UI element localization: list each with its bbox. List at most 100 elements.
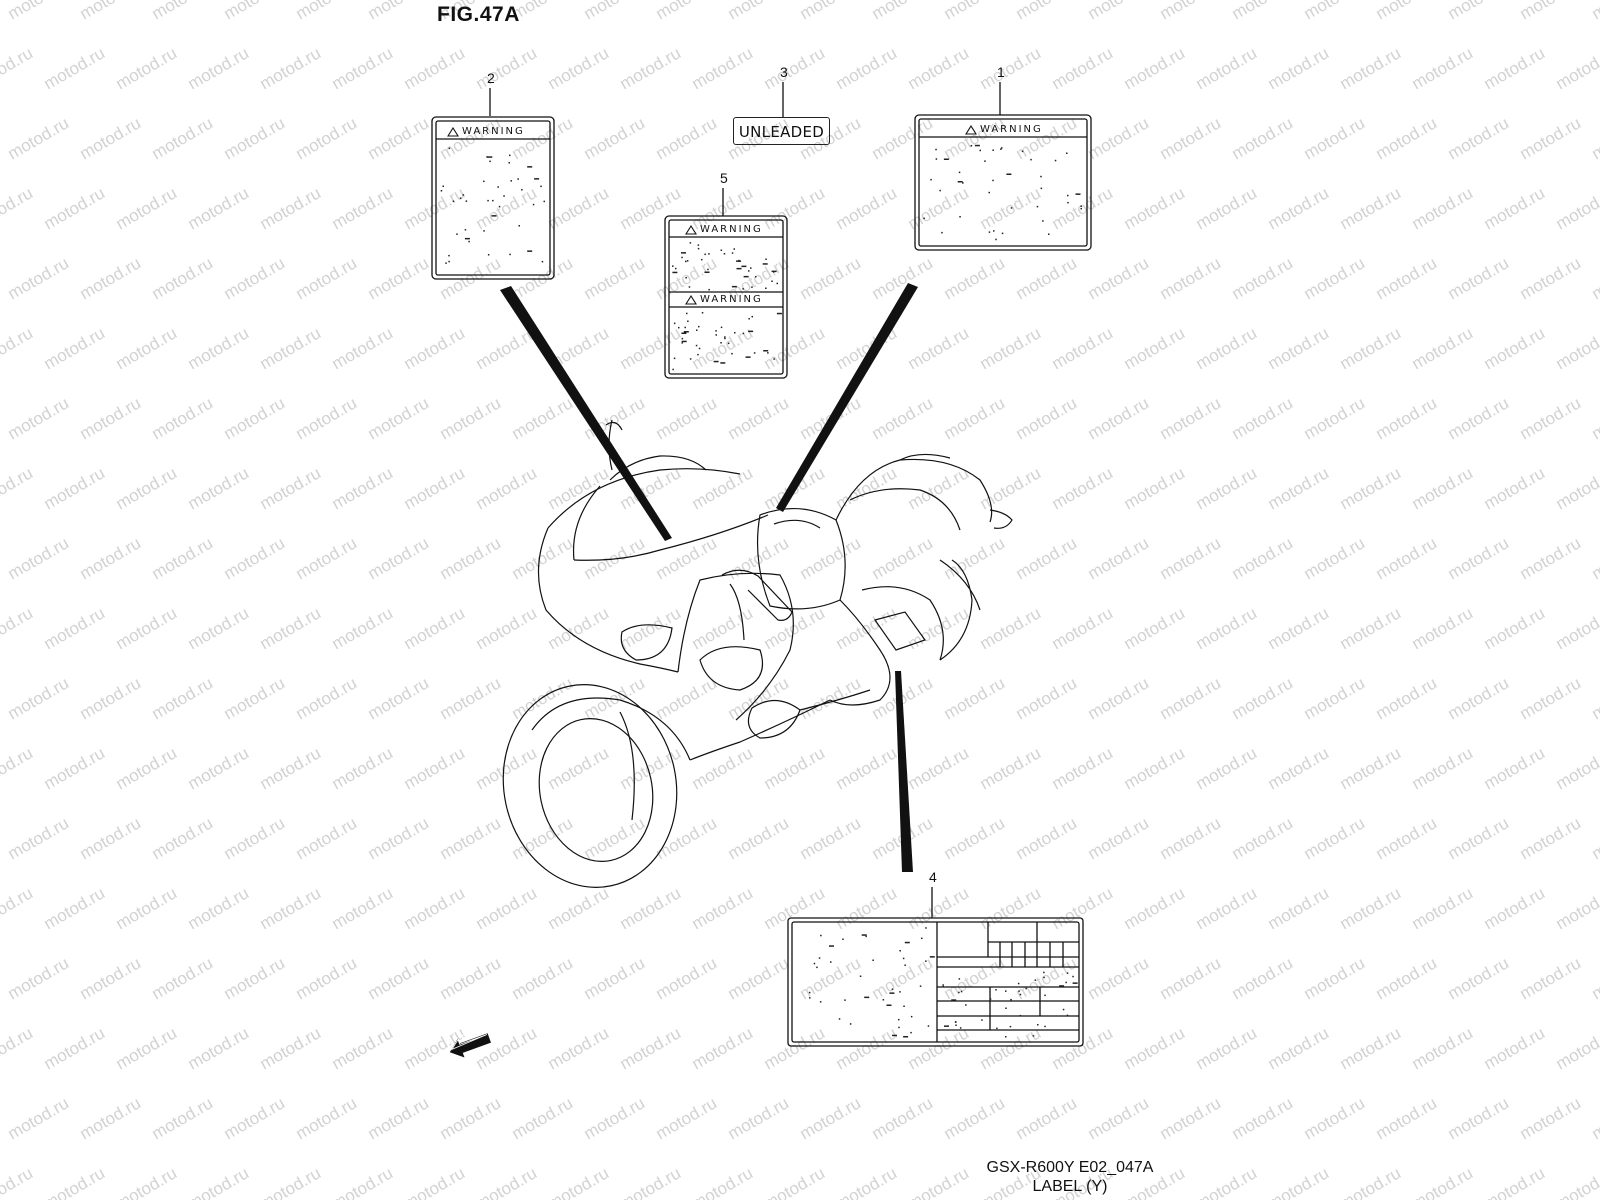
fine-print-speck xyxy=(681,252,686,254)
warning-label-1 xyxy=(914,114,1092,251)
warning-heading-2: WARNING xyxy=(462,126,525,137)
fine-print-speck xyxy=(715,334,717,336)
fine-print-speck xyxy=(959,1027,962,1029)
fine-print-speck xyxy=(1054,159,1057,162)
fine-print-speck xyxy=(773,358,775,360)
fine-print-speck xyxy=(689,242,692,244)
fine-print-speck xyxy=(748,270,750,272)
fine-print-speck xyxy=(818,957,821,959)
fine-print-speck xyxy=(686,260,689,262)
fine-print-speck xyxy=(979,149,981,152)
fine-print-speck xyxy=(1010,998,1012,1001)
fine-print-speck xyxy=(685,260,687,263)
warning-triangle-2 xyxy=(447,126,459,137)
fine-print-speck xyxy=(742,288,744,290)
fine-print-speck xyxy=(445,262,447,264)
fine-print-speck xyxy=(464,237,470,240)
fine-print-speck xyxy=(995,989,997,991)
fine-print-speck xyxy=(838,1018,841,1020)
callout-1: 1 xyxy=(997,64,1005,80)
fine-print-speck xyxy=(899,950,901,952)
fine-print-speck xyxy=(1044,994,1046,997)
fine-print-speck xyxy=(1018,990,1020,992)
fine-print-speck xyxy=(962,182,964,184)
fine-print-speck xyxy=(762,263,768,265)
fine-print-speck xyxy=(673,357,676,360)
callout-3: 3 xyxy=(780,64,788,80)
fine-print-speck xyxy=(955,1021,957,1023)
fine-print-speck xyxy=(1034,979,1037,981)
fine-print-speck xyxy=(487,254,490,256)
fine-print-speck xyxy=(1072,975,1074,978)
fine-print-speck xyxy=(951,999,957,1001)
fine-print-speck xyxy=(898,1018,900,1021)
fine-print-speck xyxy=(681,340,687,343)
warning-label-5 xyxy=(664,215,788,379)
spec-plate-4 xyxy=(787,917,1084,1047)
fine-print-speck xyxy=(849,1023,852,1025)
fine-print-speck xyxy=(842,938,844,940)
fine-print-speck xyxy=(1080,207,1082,210)
fine-print-speck xyxy=(943,158,949,160)
fine-print-speck xyxy=(731,252,734,254)
fine-print-speck xyxy=(904,964,906,966)
fine-print-speck xyxy=(925,927,927,929)
fine-print-speck xyxy=(681,342,683,344)
fine-print-speck xyxy=(751,315,753,318)
warning-triangle-5-lower xyxy=(685,294,697,305)
fine-print-speck xyxy=(440,190,443,192)
fine-print-speck xyxy=(698,347,701,350)
fine-print-speck xyxy=(872,959,874,961)
fine-print-speck xyxy=(993,230,995,232)
fine-print-speck xyxy=(959,216,961,218)
fine-print-speck xyxy=(898,1026,900,1029)
fine-print-speck xyxy=(483,180,485,183)
fine-print-speck xyxy=(960,990,963,993)
fine-print-speck xyxy=(765,258,767,260)
fine-print-speck xyxy=(965,1004,967,1006)
fine-print-speck xyxy=(689,358,692,360)
fine-print-speck xyxy=(1066,152,1068,154)
fine-print-speck xyxy=(459,197,462,199)
fine-print-speck xyxy=(1009,1025,1012,1028)
diagram-caption: LABEL (Y) xyxy=(1032,1178,1108,1195)
fine-print-speck xyxy=(1080,205,1082,207)
fine-print-speck xyxy=(448,254,450,257)
fine-print-speck xyxy=(681,337,684,340)
fine-print-speck xyxy=(697,247,700,250)
fine-print-speck xyxy=(724,337,726,340)
fine-print-speck xyxy=(733,248,735,250)
warning-triangle-5-upper xyxy=(685,224,697,235)
fine-print-speck xyxy=(452,200,455,202)
fine-print-speck xyxy=(727,342,730,345)
fine-print-speck xyxy=(686,312,688,315)
fine-print-speck xyxy=(865,935,867,938)
fine-print-speck xyxy=(776,312,782,315)
fine-print-speck xyxy=(765,287,767,289)
fine-print-speck xyxy=(776,282,778,285)
fine-print-speck xyxy=(1043,971,1045,974)
warning-triangle-1 xyxy=(965,124,977,135)
fine-print-speck xyxy=(903,1005,905,1007)
fine-print-specks xyxy=(440,144,1082,1038)
fine-print-speck xyxy=(503,195,505,197)
fine-print-speck xyxy=(809,997,811,999)
fine-print-speck xyxy=(919,985,922,987)
callout-4: 4 xyxy=(929,869,937,885)
fine-print-speck xyxy=(859,975,862,977)
fine-print-speck xyxy=(771,280,773,282)
fine-print-speck xyxy=(748,318,750,320)
fine-print-speck xyxy=(517,178,519,180)
pointer-wedges xyxy=(500,283,918,872)
fine-print-speck xyxy=(1010,207,1013,209)
fine-print-speck xyxy=(731,352,733,355)
fine-print-speck xyxy=(701,258,703,261)
fine-print-speck xyxy=(1025,987,1027,990)
motorcycle-outline xyxy=(502,419,1013,888)
fine-print-speck xyxy=(1067,201,1069,204)
fine-print-speck xyxy=(672,265,674,267)
fine-print-speck xyxy=(685,277,687,279)
warning-heading-5-lower: WARNING xyxy=(700,294,763,305)
fine-print-speck xyxy=(819,1001,822,1003)
